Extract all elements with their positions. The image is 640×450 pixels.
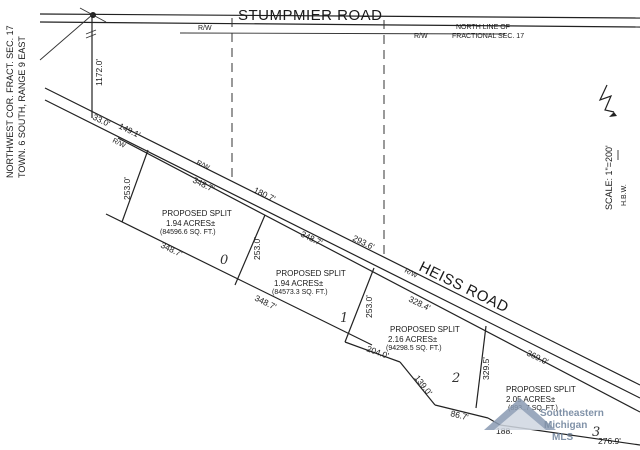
dashed-extension-lines	[231, 18, 385, 255]
parcel-c-title: PROPOSED SPLIT	[390, 325, 460, 334]
corner-note-2: TOWN. 6 SOUTH, RANGE 9 EAST	[17, 36, 27, 178]
dim-parcel-a-north: 348.7'	[191, 175, 216, 194]
parcel-c-label: PROPOSED SPLIT 2.16 ACRES± (94298.5 SQ. …	[386, 325, 460, 386]
parcel-b-mark: 1	[340, 311, 348, 326]
dim-parcel-b-side: 253.0'	[252, 237, 262, 260]
watermark-line-3: MLS	[552, 432, 573, 443]
stumpmier-road-lines	[39, 13, 640, 35]
heiss-road-lines	[44, 87, 640, 413]
parcel-b-label: PROPOSED SPLIT 1.94 ACRES± (84573.3 SQ. …	[272, 269, 348, 326]
rw-label-north-2: R/W	[414, 33, 428, 40]
parcel-a-title: PROPOSED SPLIT	[162, 209, 232, 218]
dim-parcel-c-side: 253.0'	[364, 295, 374, 318]
parcel-b-title: PROPOSED SPLIT	[276, 269, 346, 278]
parcel-b-acres: 1.94 ACRES±	[274, 279, 324, 288]
dim-frontage-a: 149.1'	[117, 121, 142, 140]
north-arrow-icon	[598, 84, 619, 160]
north-arrow-label: H.B.W.	[621, 184, 628, 206]
dim-diag: 139.0'	[412, 373, 434, 397]
parcel-b-sqft: (84573.3 SQ. FT.)	[272, 289, 328, 296]
corner-note-1: NORTHWEST COR. FRACT. SEC. 17	[5, 25, 15, 178]
parcel-a-acres: 1.94 ACRES±	[166, 219, 216, 228]
dim-parcel-d-south-b: 276.9'	[598, 436, 621, 446]
parcel-a-mark: 0	[220, 253, 228, 268]
north-line-note-2: FRACTIONAL SEC. 17	[452, 33, 524, 40]
watermark-line-2: Michigan	[544, 420, 587, 431]
scale-label: SCALE: 1"=200'	[604, 145, 614, 210]
mls-watermark-logo: Southeastern Michigan MLS	[484, 398, 604, 443]
watermark-line-1: Southeastern	[540, 408, 604, 419]
north-road-name: STUMPMIER ROAD	[238, 7, 383, 24]
parcel-c-acres: 2.16 ACRES±	[388, 335, 438, 344]
parcel-d-label: PROPOSED SPLIT 2.05 ACRES± (893..7 SQ. F…	[506, 385, 600, 440]
dim-frontage-c: 293.6'	[351, 233, 376, 252]
dim-parcel-d-south-a: 188.	[496, 426, 513, 436]
south-road-name: HEISS ROAD	[416, 258, 511, 316]
west-line-dimension: 1172.0'	[94, 59, 104, 86]
dim-parcel-a-side: 253.0'	[122, 177, 132, 200]
north-line-note-1: NORTH LINE OF	[456, 24, 510, 31]
dim-parcel-d-side: 329.5'	[481, 357, 491, 380]
parcel-c-mark: 2	[451, 371, 460, 386]
parcel-c-sqft: (94298.5 SQ. FT.)	[386, 345, 442, 352]
dim-frontage-b: 180.7'	[252, 185, 277, 204]
parcel-a-label: PROPOSED SPLIT 1.94 ACRES± (84596.6 SQ. …	[160, 209, 232, 268]
parcel-a-sqft: (84596.6 SQ. FT.)	[160, 229, 216, 236]
parcel-d-acres: 2.05 ACRES±	[506, 395, 556, 404]
west-section-line	[85, 15, 97, 118]
parcel-d-mark: 3	[592, 425, 600, 440]
rw-label-north-1: R/W	[198, 25, 212, 32]
parcel-d-title: PROPOSED SPLIT	[506, 385, 576, 394]
dim-parcel-b-north: 348.7'	[299, 229, 324, 248]
corner-diagonal-line	[39, 14, 93, 61]
dim-parcel-a-south: 348.7'	[159, 240, 184, 259]
dim-step: 86.7'	[450, 408, 470, 422]
parcel-d-sqft: (893..7 SQ. FT.)	[508, 405, 558, 412]
rw-label-heiss-3: R/W	[403, 268, 419, 280]
dim-road-offset: 33.0'	[91, 112, 112, 129]
